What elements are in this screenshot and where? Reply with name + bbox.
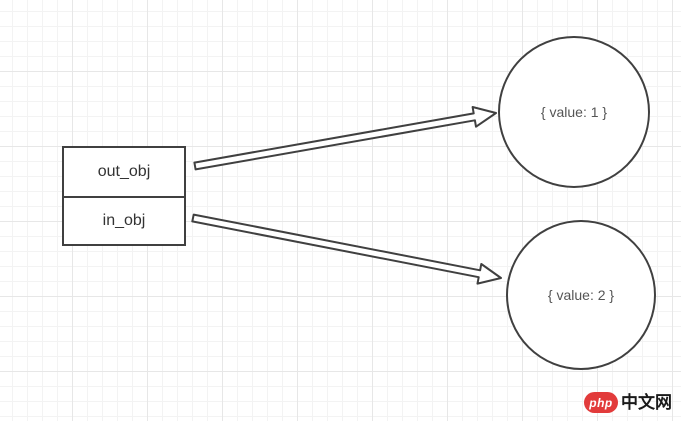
watermark-site-name: 中文网 (621, 393, 672, 412)
table-row-in-obj: in_obj (64, 196, 184, 244)
php-logo-icon: php (584, 392, 618, 413)
arrow-in-obj-to-value2 (191, 213, 502, 285)
value-node-1: { value: 1 } (498, 36, 650, 188)
watermark: php 中文网 (584, 392, 672, 413)
arrow-out-obj-to-value1 (193, 106, 497, 171)
object-reference-table: out_obj in_obj (62, 146, 186, 246)
value-node-2: { value: 2 } (506, 220, 656, 370)
table-row-out-obj: out_obj (64, 148, 184, 196)
